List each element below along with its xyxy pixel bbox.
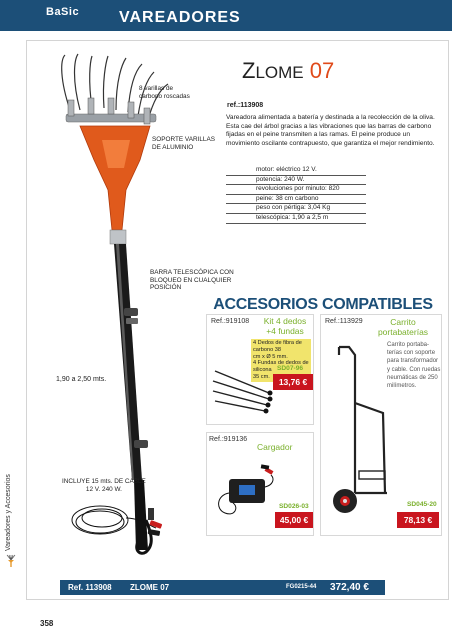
callout-length: 1,90 a 2,50 mts. [56, 376, 107, 383]
accessory-price: 78,13 € [397, 512, 439, 528]
battery-cart-icon [333, 345, 387, 513]
price-bar: Ref. 113908 ZLOME 07 FG0215-44 372,40 € [60, 580, 385, 595]
product-description: Vareadora alimentada a batería y destina… [226, 114, 435, 147]
footer-ref: Ref. 113908 [68, 583, 112, 592]
accessory-ref: Ref.:919136 [209, 436, 248, 443]
spec-item: peso con pértiga: 3,04 Kg [226, 204, 366, 214]
sidebar-label: Vareadores y Accesorios [5, 474, 12, 551]
product-ref: ref.:113908 [227, 102, 264, 109]
footer-model: ZLOME 07 [130, 583, 170, 592]
accessory-card-kit[interactable]: Ref.:919108 Kit 4 dedos +4 fundas 4 Dedo… [206, 314, 314, 425]
accessory-code: SD026-03 [279, 503, 309, 510]
charger-icon [218, 464, 274, 515]
accessory-price: 45,00 € [275, 512, 313, 528]
callout-cable: INCLUYE 15 mts. DE CABLE 12 V. 240 W. [62, 478, 146, 493]
olive-branch-icon [6, 554, 16, 567]
accessory-card-cart[interactable]: Ref.:113929 Carrito portabaterías Carrit… [320, 314, 442, 536]
spec-item: peine: 38 cm carbono [226, 195, 366, 205]
accessory-name: Kit 4 dedos +4 fundas [263, 316, 307, 336]
accessory-code: SD07-96 [277, 365, 304, 372]
sidebar: Vareadores y Accesorios [0, 31, 22, 605]
accessory-code: SD045-20 [407, 501, 437, 508]
accessory-card-charger[interactable]: Ref.:919136 Cargador SD026-03 45,00 € [206, 432, 314, 536]
accessory-price: 13,76 € [273, 374, 313, 390]
product-frame [26, 40, 449, 600]
footer-price: 372,40 € [330, 582, 369, 593]
carbon-fingers-icon [212, 370, 273, 414]
brand-logo: BaSic [46, 6, 80, 18]
callout-support: SOPORTE VARILLAS DE ALUMINIO [152, 136, 215, 151]
spec-item: revoluciones por minuto: 820 [226, 185, 366, 195]
accessory-note: 4 Dedos de fibra de carbono 38 cm x Ø 5 … [251, 339, 311, 382]
section-title: VAREADORES [119, 9, 241, 26]
spec-item: motor: eléctrico 12 V. [226, 166, 366, 176]
spec-item: telescópica: 1,90 a 2,5 m [226, 214, 366, 224]
olive-harvester-image [61, 53, 169, 555]
callout-rods: 8 varillas de carbono roscadas [139, 85, 190, 100]
accessory-name: Carrito portabaterías [377, 317, 429, 337]
accessory-description: Carrito portaba- terías con soporte para… [387, 342, 441, 390]
accessory-ref: Ref.:113929 [325, 318, 363, 325]
spec-item: potencia: 240 W. [226, 176, 366, 186]
accessory-ref: Ref.:919108 [211, 318, 250, 325]
spec-list: motor: eléctrico 12 V. potencia: 240 W. … [226, 166, 366, 224]
footer-code: FG0215-44 [286, 584, 317, 590]
accessories-title: ACCESORIOS COMPATIBLES [213, 296, 433, 313]
page-header: BaSic VAREADORES [0, 0, 452, 31]
callout-telescopic-bar: BARRA TELESCÓPICA CON BLOQUEO EN CUALQUI… [150, 269, 234, 291]
page-number: 358 [40, 619, 54, 628]
product-title: ZLOME 07 [242, 58, 335, 83]
accessory-name: Cargador [257, 442, 293, 452]
